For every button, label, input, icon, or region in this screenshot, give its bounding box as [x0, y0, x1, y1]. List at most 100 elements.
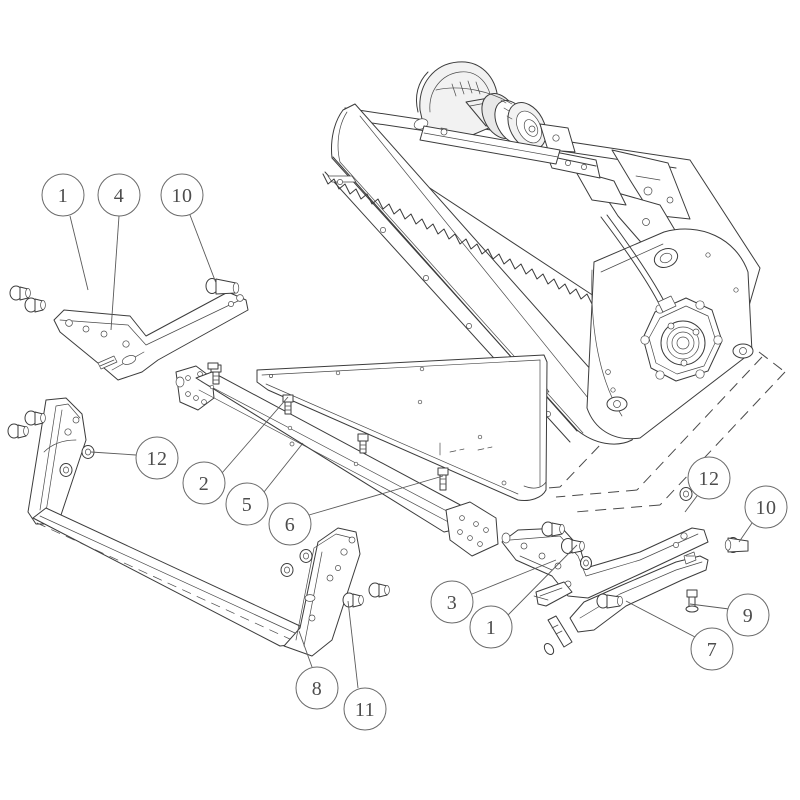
callout-number: 7 — [707, 639, 718, 661]
callout-c6[interactable]: 6 — [268, 502, 312, 546]
leader-line-4 — [110, 215, 120, 331]
callout-number: 10 — [756, 497, 777, 519]
locknut-12c — [679, 487, 693, 501]
callout-c7[interactable]: 7 — [690, 627, 734, 671]
callout-circle[interactable] — [268, 502, 312, 546]
flange-bolt-11a — [342, 592, 364, 608]
leader-line-10 — [189, 214, 217, 284]
callout-c3[interactable]: 3 — [430, 580, 474, 624]
callout-c9[interactable]: 9 — [726, 593, 770, 637]
leader-line-9 — [689, 603, 730, 610]
crossbar-left-plate — [175, 365, 215, 411]
flange-bolt-3b — [561, 538, 585, 554]
hitch-bracket-mid — [574, 169, 627, 206]
flange-bolt-left-a — [7, 423, 29, 439]
leader-line-6 — [308, 475, 444, 516]
flange-bolt-1b — [24, 297, 46, 313]
callout-circle[interactable] — [690, 627, 734, 671]
fastener-group-right — [541, 487, 749, 656]
left-arm-right-upright — [283, 527, 361, 657]
callout-c1a[interactable]: 1 — [41, 173, 85, 217]
belt-drive-assembly — [413, 61, 601, 179]
leader-line-11 — [347, 600, 359, 689]
pulley-sheave — [481, 93, 547, 150]
leader-line-12 — [684, 495, 698, 513]
crossbar-right-plate — [445, 501, 499, 557]
callout-c10b[interactable]: 10 — [744, 485, 788, 529]
callout-number: 12 — [147, 448, 168, 470]
callout-circle[interactable] — [97, 173, 141, 217]
callout-circle[interactable] — [182, 461, 226, 505]
callout-number: 8 — [312, 678, 323, 700]
construction-dashed-lines — [499, 351, 786, 513]
skid-attach-plate — [535, 581, 573, 607]
flange-bolt-10b — [724, 537, 749, 553]
flange-bolt-3a — [541, 521, 565, 537]
callout-c1b[interactable]: 1 — [469, 605, 513, 649]
callout-number: 1 — [58, 185, 69, 207]
fastener-group-upper-left — [9, 278, 240, 313]
callout-circle[interactable] — [295, 666, 339, 710]
leader-line-5 — [263, 442, 304, 493]
callout-circle[interactable] — [726, 593, 770, 637]
callout-circle[interactable] — [41, 173, 85, 217]
locknut-12b — [59, 463, 73, 477]
right-bent-arm-item3 — [501, 527, 709, 599]
deflector-plate-assembly — [256, 354, 548, 501]
left-skid-arm-assembly — [27, 397, 361, 657]
callout-circle[interactable] — [430, 580, 474, 624]
callout-circle[interactable] — [135, 436, 179, 480]
leader-line-12 — [90, 451, 137, 456]
callout-c4[interactable]: 4 — [97, 173, 141, 217]
flange-bolt-10a — [205, 278, 240, 295]
callout-c11[interactable]: 11 — [343, 687, 387, 731]
frame-crossbar-assembly — [175, 365, 499, 557]
carriage-bolt-crossbar-left — [207, 362, 219, 370]
locknut-mid-a — [299, 549, 313, 563]
deflector-plate — [256, 354, 548, 501]
leader-line-8 — [298, 630, 313, 668]
callout-number: 6 — [285, 514, 296, 536]
right-skid-shoe-item7 — [569, 555, 709, 633]
callout-circle[interactable] — [225, 482, 269, 526]
callout-circle[interactable] — [469, 605, 513, 649]
leader-line-2 — [221, 396, 289, 474]
leader-line-10 — [738, 522, 753, 543]
callout-number: 2 — [199, 473, 210, 495]
flange-bolt-11b — [368, 582, 390, 598]
callout-c12a[interactable]: 12 — [135, 436, 179, 480]
flange-bolt-right-mid — [596, 593, 623, 609]
pivot-boss — [653, 248, 679, 268]
carriage-bolt-b — [282, 394, 294, 415]
callout-number: 1 — [486, 617, 497, 639]
mower-head-assembly — [322, 61, 761, 445]
flange-bolt-left-b — [24, 410, 46, 426]
fastener-group-left-upright — [7, 410, 46, 439]
locknut-12a — [81, 445, 95, 459]
callout-c2[interactable]: 2 — [182, 461, 226, 505]
callout-number: 11 — [355, 699, 375, 721]
callout-bubbles: 1 4 10 12 256 8 11 3 1 79 12 10 — [41, 173, 788, 731]
flange-bolt-1a — [9, 285, 31, 301]
callout-circle[interactable] — [744, 485, 788, 529]
callout-circle[interactable] — [343, 687, 387, 731]
callout-c10a[interactable]: 10 — [160, 173, 204, 217]
callout-c8[interactable]: 8 — [295, 666, 339, 710]
fastener-group-item11 — [342, 582, 390, 608]
serrated-skirt-edge — [322, 173, 593, 305]
callout-number: 4 — [114, 185, 125, 207]
carriage-bolt-c — [357, 433, 369, 454]
callout-number: 3 — [447, 592, 458, 614]
locknut-group-left — [59, 445, 313, 577]
long-carriage-bolt — [543, 615, 573, 656]
bearing-hub-flange — [640, 297, 723, 382]
mower-drum-body — [331, 103, 641, 445]
callout-circle[interactable] — [687, 456, 731, 500]
callout-circle[interactable] — [160, 173, 204, 217]
callout-c5[interactable]: 5 — [225, 482, 269, 526]
callout-leader-lines — [69, 214, 753, 689]
locknut-mid-b — [280, 563, 294, 577]
right-skid-arm-assembly — [501, 527, 709, 633]
callout-c12b[interactable]: 12 — [687, 456, 731, 500]
